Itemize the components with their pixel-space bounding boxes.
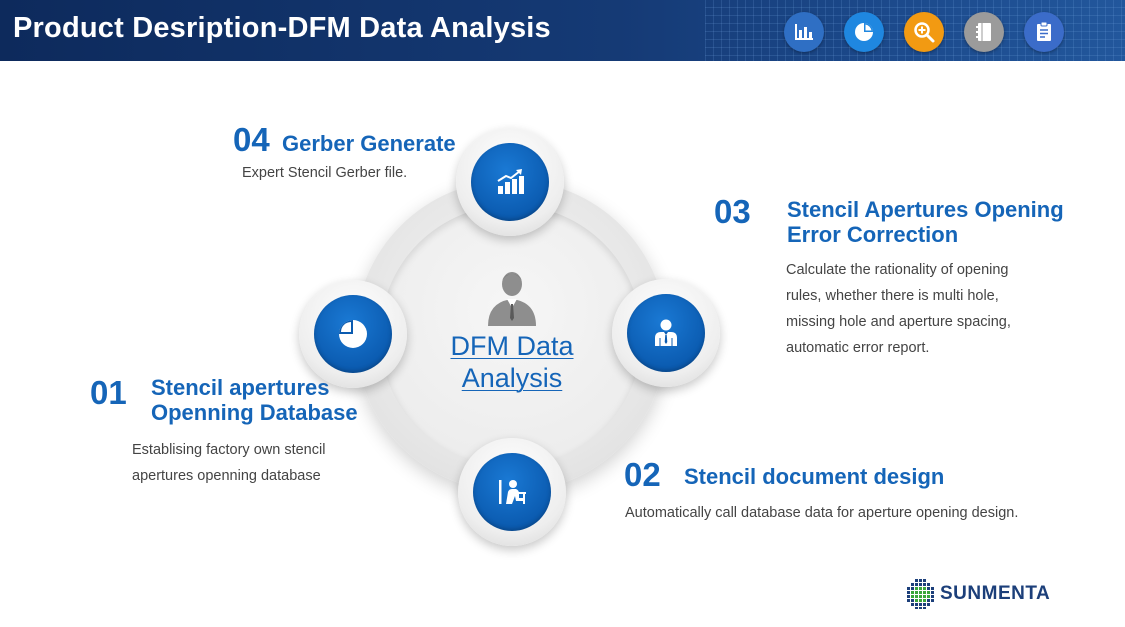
- step-03-title-line1: Stencil Apertures Opening: [787, 197, 1064, 222]
- step-03-desc-line4: automatic error report.: [786, 340, 930, 356]
- step-04-title: Gerber Generate: [282, 131, 456, 156]
- pie-chart-icon[interactable]: [844, 12, 884, 52]
- zoom-in-icon[interactable]: [904, 12, 944, 52]
- page-title: Product Desription-DFM Data Analysis: [13, 12, 551, 44]
- notebook-icon[interactable]: [964, 12, 1004, 52]
- sunmenta-logo-icon: [907, 579, 934, 609]
- step-03-number: 03: [714, 193, 751, 230]
- step-03-title-line2: Error Correction: [787, 222, 959, 247]
- step-01-title: Stencil apertures Openning Database: [151, 375, 358, 425]
- pie-chart-icon: [339, 320, 367, 348]
- step-01-desc-line2: apertures openning database: [132, 468, 321, 484]
- step-02-number: 02: [624, 456, 661, 493]
- step-03-desc-line2: rules, whether there is multi hole,: [786, 288, 999, 304]
- step-04-number: 04: [233, 121, 270, 158]
- step-01-description: Establising factory own stencil aperture…: [132, 437, 325, 489]
- bar-chart-icon[interactable]: [784, 12, 824, 52]
- person-icon: [488, 272, 536, 326]
- logo-text: SUNMENTA: [940, 583, 1051, 604]
- step-01-title-line1: Stencil apertures: [151, 375, 330, 400]
- step-04-description: Expert Stencil Gerber file.: [242, 165, 408, 181]
- step-03-title: Stencil Apertures Opening Error Correcti…: [787, 197, 1064, 247]
- step-01-title-line2: Openning Database: [151, 400, 358, 425]
- checklist-icon[interactable]: [1024, 12, 1064, 52]
- businessman-icon: [655, 319, 677, 346]
- step-03-desc-line1: Calculate the rationality of opening: [786, 262, 1009, 278]
- step-03-description: Calculate the rationality of opening rul…: [786, 257, 1011, 361]
- inner-disc: [380, 205, 642, 467]
- step-01-number: 01: [90, 374, 127, 411]
- node-01: [299, 280, 407, 388]
- desk-worker-icon: [499, 480, 526, 504]
- step-01-desc-line1: Establising factory own stencil: [132, 442, 326, 458]
- node-04: [456, 128, 564, 236]
- step-03-desc-line3: missing hole and aperture spacing,: [786, 314, 1011, 330]
- center-label-line2: Analysis: [461, 363, 563, 393]
- growth-chart-icon: [497, 169, 524, 194]
- company-logo: SUNMENTA: [904, 578, 1050, 610]
- node-03: [612, 279, 720, 387]
- header-bar: Product Desription-DFM Data Analysis: [0, 0, 1125, 61]
- center-label-line1: DFM Data: [450, 331, 574, 361]
- center-label: DFM Data Analysis: [430, 330, 594, 394]
- step-02-description: Automatically call database data for ape…: [625, 505, 1019, 521]
- step-02-title: Stencil document design: [684, 464, 945, 489]
- node-02: [458, 438, 566, 546]
